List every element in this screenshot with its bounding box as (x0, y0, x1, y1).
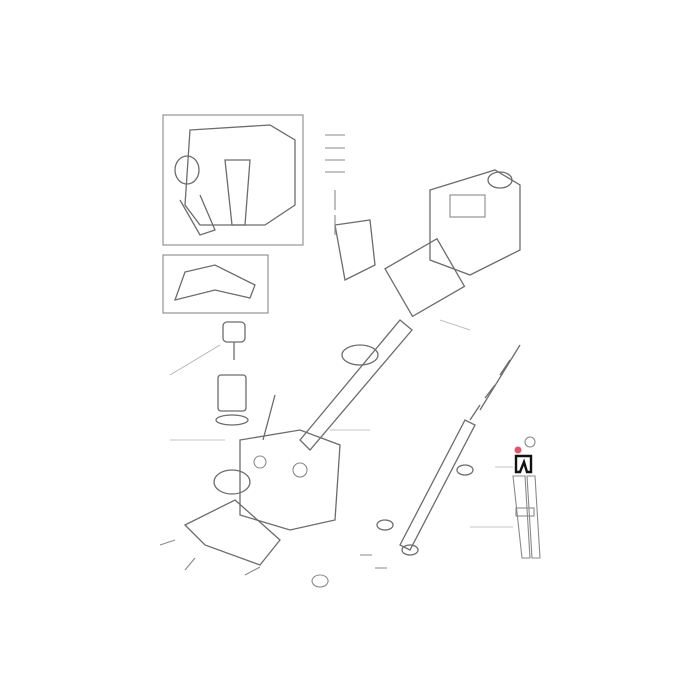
control-rod (376, 344, 521, 556)
main-shaft (299, 237, 466, 451)
fasteners (159, 134, 387, 588)
cylinder-assembly (215, 321, 276, 441)
rear-housing (334, 169, 521, 281)
highlighted-part (514, 454, 533, 474)
valve-block (183, 429, 341, 566)
highlight-marker (514, 446, 522, 454)
inset-lift-arm (162, 254, 269, 314)
inset-lift-cover (162, 114, 304, 246)
leader-lines (169, 319, 513, 528)
fork-part (512, 436, 541, 559)
